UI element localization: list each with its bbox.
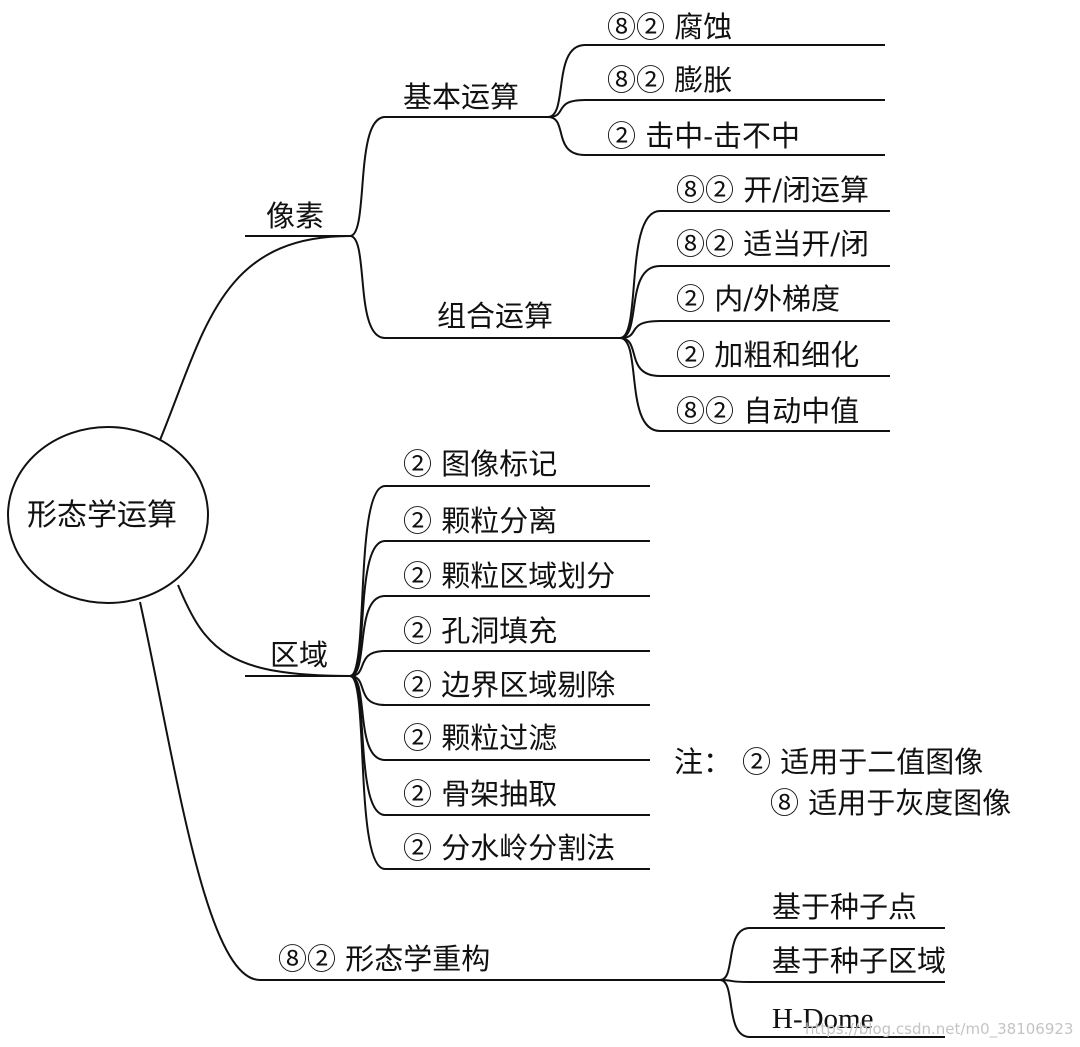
watermark: https://blog.csdn.net/m0_38106923 (805, 1020, 1074, 1038)
combined-op-auto-median: ⑧② 自动中值 (676, 394, 860, 428)
connector-reconstruction-0 (719, 927, 945, 981)
combined-op-gradient: ② 内/外梯度 (676, 282, 840, 316)
region-op-particle-partition: ② 颗粒区域划分 (403, 559, 616, 593)
basic-op-erosion: ⑧② 腐蚀 (607, 10, 733, 44)
reconstruction-seed-point: 基于种子点 (772, 890, 918, 924)
basic-op-dilation: ⑧② 膨胀 (607, 63, 733, 97)
root-node-label: 形态学运算 (27, 498, 177, 533)
group-basic-ops-label: 基本运算 (403, 80, 520, 114)
connector-combined-op-2 (619, 320, 890, 339)
region-op-particle-separation: ② 颗粒分离 (403, 504, 558, 538)
connector-region-op-1 (349, 540, 650, 677)
connector-combined-op-3 (619, 337, 890, 377)
note-prefix: 注： (674, 745, 733, 779)
connector-combined-op-0 (619, 210, 890, 339)
connector-reconstruction-1 (719, 979, 945, 983)
connector-root-to-pixel (159, 235, 351, 441)
region-op-watershed: ② 分水岭分割法 (403, 831, 616, 865)
region-op-skeleton: ② 骨架抽取 (403, 777, 558, 811)
group-combined-ops-label: 组合运算 (437, 299, 554, 333)
connector-pixel-to-combined (349, 235, 620, 339)
connector-basic-op-2 (547, 116, 885, 156)
connector-region-op-2 (349, 595, 650, 677)
combined-op-thicken-thin: ② 加粗和细化 (676, 338, 860, 372)
connector-reconstruction-2 (719, 979, 945, 1038)
reconstruction-seed-region: 基于种子区域 (772, 944, 947, 978)
combined-op-open-close: ⑧② 开/闭运算 (676, 173, 869, 207)
connector-combined-op-4 (619, 337, 890, 432)
branch-pixel-label: 像素 (266, 199, 325, 233)
connector-basic-op-1 (547, 99, 885, 118)
root-node-ellipse (7, 426, 209, 604)
connector-region-op-7 (349, 675, 650, 870)
basic-op-hit-or-miss: ② 击中-击不中 (607, 119, 801, 153)
region-op-labeling: ② 图像标记 (403, 447, 558, 481)
connector-region-op-4 (349, 675, 650, 706)
connector-root-to-reconstruction (139, 601, 720, 981)
region-op-border-removal: ② 边界区域剔除 (403, 668, 616, 702)
region-op-particle-filter: ② 颗粒过滤 (403, 721, 558, 755)
connector-root-to-region (177, 584, 351, 677)
connector-pixel-to-basic (349, 116, 548, 237)
region-op-hole-filling: ② 孔洞填充 (403, 614, 558, 648)
branch-region-label: 区域 (270, 638, 329, 672)
reconstruction-h-dome: H-Dome (772, 1003, 874, 1035)
connector-combined-op-1 (619, 265, 890, 339)
combined-op-proper-open-close: ⑧② 适当开/闭 (676, 227, 869, 261)
note-grayscale: ⑧ 适用于灰度图像 (770, 786, 1012, 820)
connector-basic-op-0 (547, 44, 885, 118)
note-binary: ② 适用于二值图像 (742, 745, 984, 779)
connector-region-op-3 (349, 650, 650, 677)
branch-reconstruction-label: ⑧② 形态学重构 (278, 942, 491, 976)
